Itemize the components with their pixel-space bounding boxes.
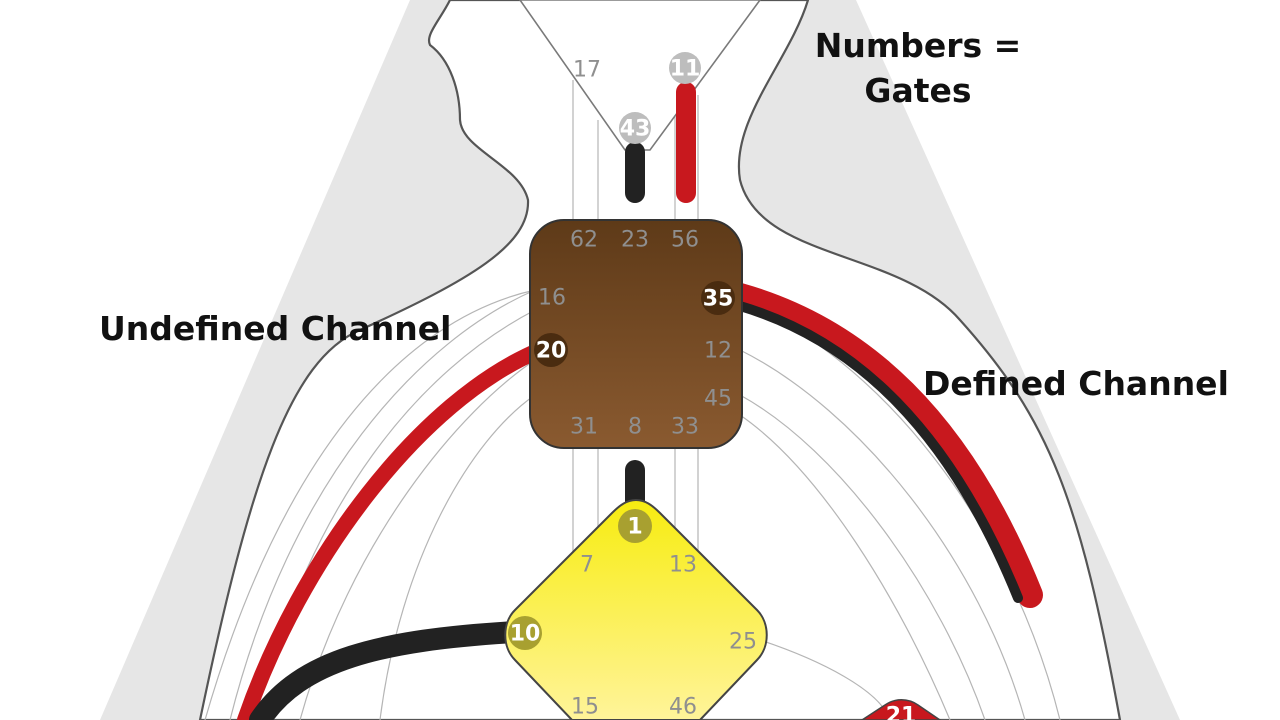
- numbers-gates-label-line1: Numbers =: [815, 26, 1022, 65]
- channel-35-36: [727, 283, 1043, 608]
- gate-11: 11: [670, 57, 701, 82]
- gate-25: 25: [729, 630, 757, 655]
- gate-7: 7: [580, 553, 594, 578]
- throat-center: [529, 219, 743, 449]
- channel-20-57: [237, 342, 548, 720]
- gate-56: 56: [671, 228, 699, 253]
- gate-15: 15: [571, 695, 599, 720]
- gate-20-marker: [534, 333, 568, 367]
- gate-16: 16: [538, 286, 566, 311]
- gate-17: 17: [573, 58, 601, 83]
- gate-1-marker: [618, 509, 652, 543]
- gate-1: 1: [627, 515, 642, 540]
- gate-43: 43: [620, 117, 651, 142]
- gate-13: 13: [669, 553, 697, 578]
- g-center: [504, 498, 768, 720]
- gate-35-marker: [701, 281, 735, 315]
- heart-center: [860, 699, 942, 720]
- gate-12: 12: [704, 339, 732, 364]
- gate-62: 62: [570, 228, 598, 253]
- channel-10-57: [249, 621, 526, 720]
- gate-45: 45: [704, 387, 732, 412]
- numbers-gates-label-line2: Gates: [864, 71, 971, 110]
- defined-channel-label: Defined Channel: [923, 364, 1229, 403]
- gate-35: 35: [703, 287, 734, 312]
- head-center: [519, 0, 761, 151]
- gate-33: 33: [671, 415, 699, 440]
- gate-11-marker: [669, 52, 701, 84]
- gate-10: 10: [510, 622, 541, 647]
- gate-20: 20: [536, 339, 567, 364]
- undefined-channel-label: Undefined Channel: [99, 309, 451, 348]
- gate-23: 23: [621, 228, 649, 253]
- gate-43-marker: [619, 112, 651, 144]
- gate-10-marker: [508, 616, 542, 650]
- gate-46: 46: [669, 695, 697, 720]
- gate-21: 21: [886, 704, 917, 720]
- gate-31: 31: [570, 415, 598, 440]
- gate-8: 8: [628, 415, 642, 440]
